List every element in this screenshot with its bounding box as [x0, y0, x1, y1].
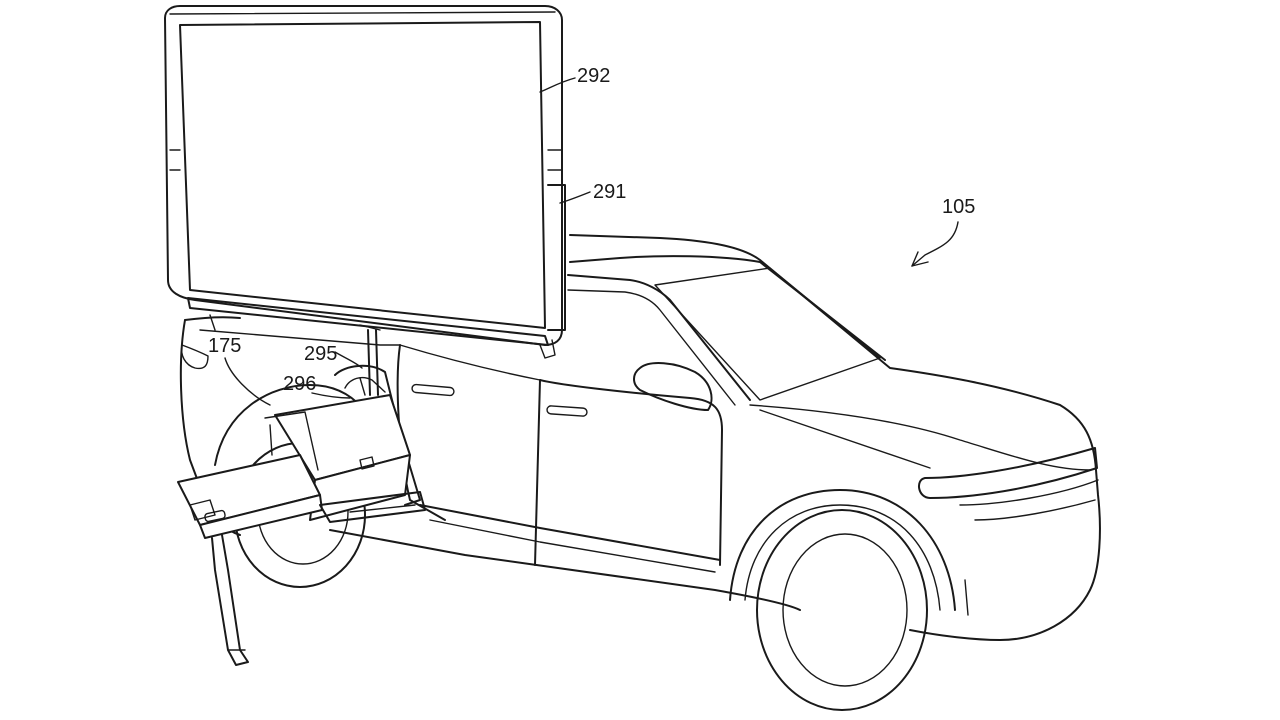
front-bumper: [959, 479, 1099, 616]
label-296: 296: [283, 373, 316, 395]
side-mirror: [633, 362, 713, 411]
door-split: [534, 379, 541, 566]
front-door-handle: [546, 405, 588, 417]
label-105: 105: [942, 196, 975, 218]
screen-top-rail: [169, 11, 556, 15]
arrow-head-105: [911, 251, 929, 267]
tray-hinge: [344, 376, 386, 393]
label-295: 295: [304, 343, 337, 365]
front-tire: [756, 509, 928, 711]
truck-roof: [569, 255, 886, 361]
leader-105: [911, 221, 959, 267]
screen-bracket-left: [209, 314, 381, 331]
tray-drawer-front: [189, 499, 216, 521]
projection-screen: [164, 5, 566, 396]
tray-slide-rail: [319, 491, 426, 523]
side-window-frame: [567, 274, 751, 401]
leader-175: [224, 357, 271, 406]
leader-292: [539, 77, 576, 93]
tray-handle: [204, 509, 226, 523]
tray-slide-rail-inner: [349, 504, 416, 513]
hood-line: [749, 404, 1091, 471]
screen-support-post-joint: [547, 149, 563, 171]
bed-side: [199, 329, 401, 346]
front-wheel-arch: [729, 489, 956, 611]
leader-295: [334, 351, 363, 369]
tray-leg: [211, 534, 249, 666]
headlight: [918, 447, 1098, 499]
label-291: 291: [593, 181, 626, 203]
slide-out-tray: [177, 376, 426, 666]
rear-door-handle: [411, 383, 455, 397]
tray-knob: [359, 456, 375, 470]
truck: [179, 234, 1101, 711]
rocker-panel: [419, 504, 721, 561]
screen-support-post: [547, 184, 566, 331]
reference-labels: 292 291 105 175 295 296: [208, 65, 975, 395]
label-175: 175: [208, 335, 241, 357]
tail-light: [180, 344, 209, 370]
front-tire-rim: [782, 533, 908, 687]
rocker-panel-lower: [429, 519, 716, 573]
front-wheel-arch-inner: [744, 504, 941, 611]
screen-surface: [179, 21, 546, 329]
rear-quarter: [184, 316, 241, 321]
leader-291: [559, 191, 591, 204]
windshield: [654, 267, 881, 401]
hood-crease: [759, 409, 931, 469]
door-top-rear: [399, 344, 541, 381]
screen-mast: [367, 329, 379, 396]
screen-support-leg: [539, 339, 556, 359]
screen-bottom-rail: [187, 297, 549, 346]
side-window: [567, 289, 736, 406]
label-292: 292: [577, 65, 610, 87]
front-door: [539, 379, 723, 566]
screen-left-post: [169, 149, 181, 171]
tray-side-panel: [264, 411, 319, 471]
tray-arm: [359, 377, 366, 396]
leader-296: [311, 392, 351, 399]
leader-lines: [224, 77, 959, 406]
